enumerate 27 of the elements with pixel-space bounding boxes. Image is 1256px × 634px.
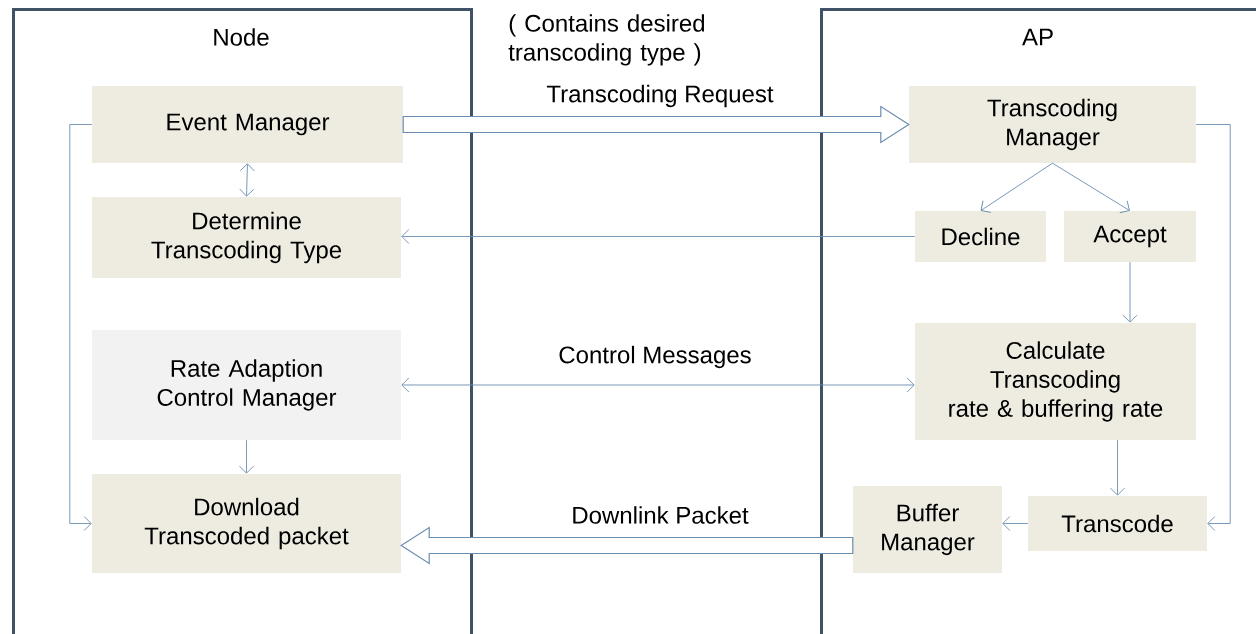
- arrow: [1122, 261, 1138, 323]
- arrow: [1195, 124, 1231, 531]
- hollow-arrow: [402, 105, 910, 144]
- process-box: Download Transcoded packet: [92, 474, 401, 573]
- edge-label: Downlink Packet: [569, 504, 751, 526]
- process-box: Event Manager: [92, 86, 403, 163]
- edge-label: Transcoding Request: [544, 82, 776, 110]
- process-box: Decline: [915, 211, 1046, 262]
- arrow: [980, 162, 1053, 213]
- process-box: Transcoding Manager: [909, 86, 1196, 163]
- arrow: [1052, 162, 1130, 214]
- process-box: Determine Transcoding Type: [92, 197, 401, 278]
- process-box: Calculate Transcoding rate & buffering rate: [915, 323, 1196, 440]
- process-box: Accept: [1064, 211, 1196, 262]
- hollow-arrow: [400, 526, 854, 565]
- arrow: [69, 124, 93, 531]
- edge-label: Control Messages: [556, 343, 754, 371]
- arrow: [401, 229, 916, 244]
- note-text: ( Contains desired transcoding type ): [508, 14, 705, 66]
- arrow: [1002, 516, 1029, 531]
- arrow: [239, 439, 254, 474]
- arrow: [1110, 439, 1125, 496]
- process-box: Buffer Manager: [853, 486, 1002, 573]
- arrow: [401, 377, 915, 393]
- process-box: Transcode: [1028, 496, 1207, 551]
- arrow: [239, 163, 255, 197]
- process-box: Rate Adaption Control Manager: [92, 330, 401, 440]
